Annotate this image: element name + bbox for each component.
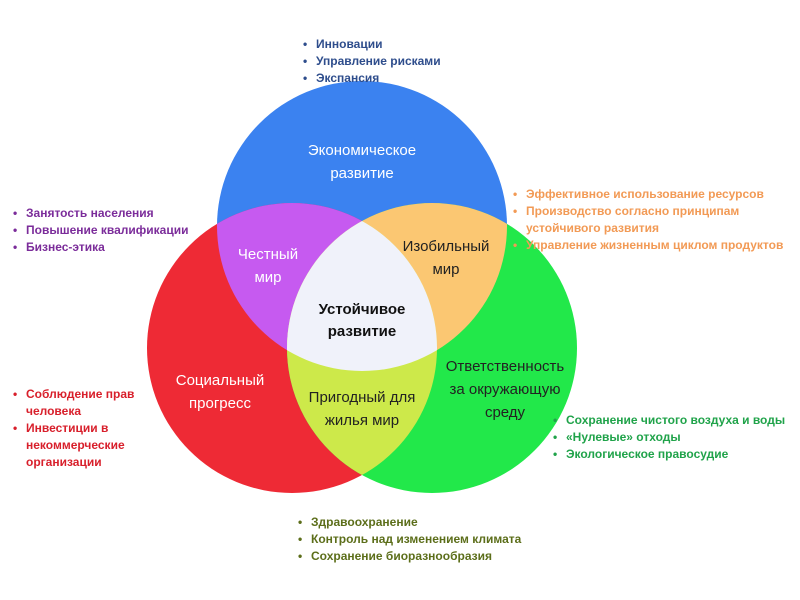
label-abundant-1: Изобильный	[403, 238, 490, 255]
label-fair-1: Честный	[238, 246, 298, 263]
list-item: Управление жизненным циклом продуктов	[512, 237, 797, 254]
list-item: Управление рисками	[302, 53, 532, 70]
label-center-2: развитие	[328, 323, 397, 340]
label-ecology-3: среду	[485, 404, 526, 421]
label-fair-2: мир	[254, 269, 281, 286]
list-ecology: Сохранение чистого воздуха и воды «Нулев…	[552, 412, 792, 463]
label-abundant-2: мир	[432, 261, 459, 278]
list-item: Экспансия	[302, 70, 532, 87]
list-economic: Инновации Управление рисками Экспансия	[302, 36, 532, 87]
list-item: Экологическое правосудие	[552, 446, 792, 463]
list-item: Бизнес-этика	[12, 239, 242, 256]
label-livable-2: жилья мир	[325, 412, 399, 429]
label-social-1: Социальный	[176, 372, 265, 389]
list-item: Эффективное использование ресурсов	[512, 186, 797, 203]
list-item: Инвестиции в некоммерческие организации	[12, 420, 162, 471]
label-ecology-1: Ответственность	[446, 358, 565, 375]
list-item: Сохранение биоразнообразия	[297, 548, 597, 565]
label-social-2: прогресс	[189, 395, 251, 412]
list-item: Соблюдение прав человека	[12, 386, 162, 420]
list-livable-world: Здравоохранение Контроль над изменением …	[297, 514, 597, 565]
list-item: Здравоохранение	[297, 514, 597, 531]
list-item: Производство согласно принципам устойчив…	[512, 203, 797, 237]
list-fair-world: Занятость населения Повышение квалификац…	[12, 205, 242, 256]
overlap-center	[287, 203, 437, 371]
list-item: Инновации	[302, 36, 532, 53]
label-center-1: Устойчивое	[319, 301, 406, 318]
list-item: Занятость населения	[12, 205, 242, 222]
label-ecology-2: за окружающую	[449, 381, 560, 398]
list-item: «Нулевые» отходы	[552, 429, 792, 446]
label-livable-1: Пригодный для	[309, 389, 416, 406]
list-item: Повышение квалификации	[12, 222, 242, 239]
label-economic-1: Экономическое	[308, 142, 416, 159]
label-economic-2: развитие	[330, 165, 393, 182]
list-social: Соблюдение прав человека Инвестиции в не…	[12, 386, 162, 471]
list-item: Контроль над изменением климата	[297, 531, 597, 548]
list-abundant-world: Эффективное использование ресурсов Произ…	[512, 186, 797, 254]
list-item: Сохранение чистого воздуха и воды	[552, 412, 792, 429]
